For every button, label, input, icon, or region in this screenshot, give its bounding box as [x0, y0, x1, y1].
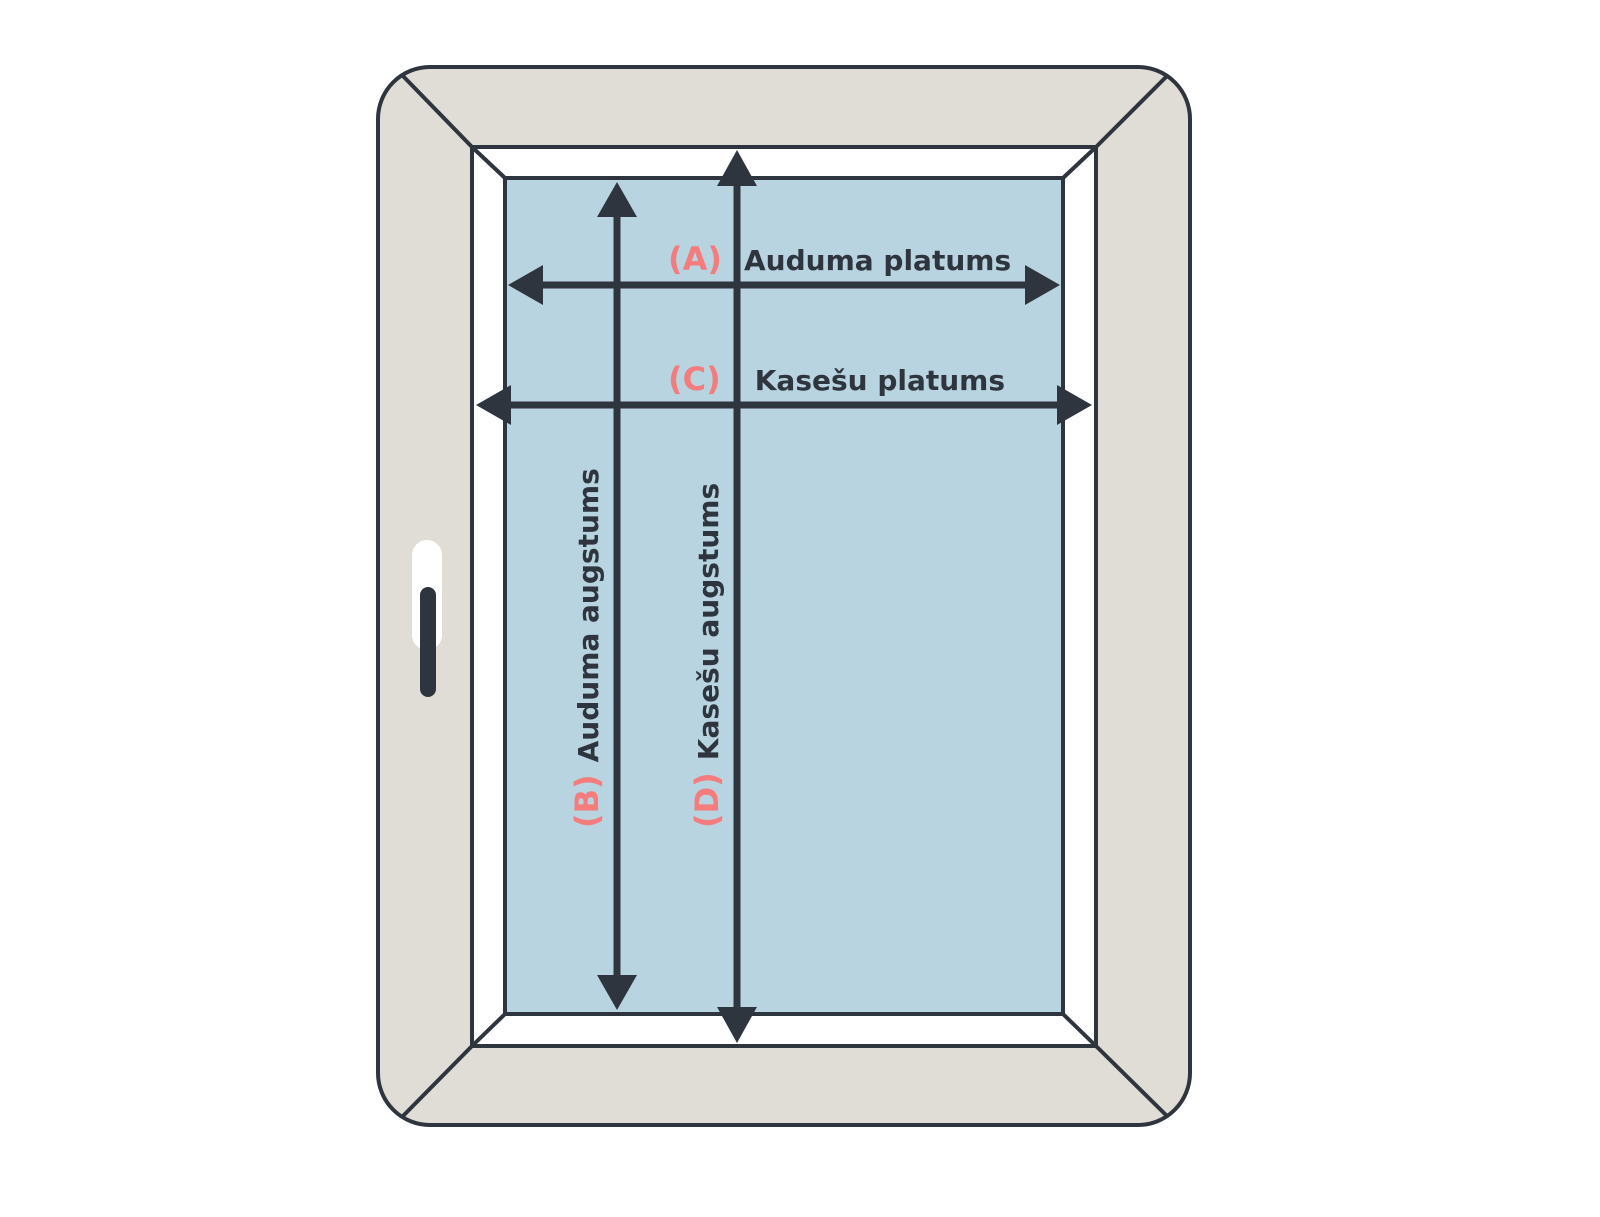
label-c-text: Kasešu platums — [755, 364, 1005, 397]
arrow-b-fabric-height — [597, 182, 637, 1010]
label-a-text: Auduma platums — [744, 244, 1011, 277]
label-a-tag: (A) — [668, 240, 722, 278]
label-d: (D) Kasešu augstums — [688, 483, 726, 828]
label-b-tag: (B) — [568, 774, 606, 828]
blind-fabric — [503, 176, 1065, 1016]
label-c: (C) Kasešu platums — [668, 360, 1005, 398]
arrow-a-fabric-width — [508, 265, 1060, 305]
label-b-text: Auduma augstums — [572, 468, 605, 762]
label-d-tag: (D) — [688, 772, 726, 828]
frame-miter-lines — [400, 73, 1170, 1119]
label-b: (B) Auduma augstums — [568, 468, 606, 828]
label-c-tag: (C) — [668, 360, 721, 398]
label-d-text: Kasešu augstums — [692, 483, 725, 760]
window-handle — [412, 540, 442, 697]
arrow-c-cassette-width — [476, 385, 1092, 425]
label-a: (A) Auduma platums — [668, 240, 1011, 278]
arrow-d-cassette-height — [717, 150, 757, 1043]
